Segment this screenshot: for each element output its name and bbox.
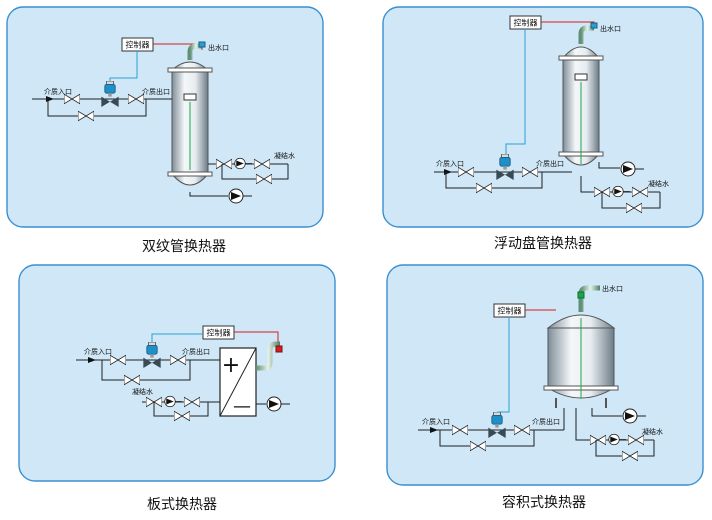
outlet-label: 介质出口 [532, 417, 560, 426]
caption-double-corrugated: 双纹管换热器 [142, 239, 226, 255]
panel-background [386, 264, 704, 486]
diagram-volumetric: 控制器 出水口 介质入口 介质出口 凝结水 [386, 264, 704, 486]
diagram-plate: 控制器 + — 介质入口 介质出口 凝结水 [18, 264, 336, 482]
water-outlet-label: 出水口 [600, 24, 621, 33]
plus-sign: + [222, 353, 240, 378]
diagram-double-corrugated: 控制器 出水口 介质入口 介质出口 凝结水 [6, 6, 324, 228]
condensate-label: 凝结水 [132, 387, 153, 396]
panel-floating-coil: 控制器 出水口 介质入口 介质出口 凝结水 浮动盘管换热器 [382, 6, 704, 252]
controller-label: 控制器 [207, 328, 231, 338]
temperature-sensor [590, 22, 598, 29]
controller-label: 控制器 [126, 40, 150, 50]
panel-volumetric: 控制器 出水口 介质入口 介质出口 凝结水 容积式换热器 [386, 264, 704, 511]
minus-sign: — [233, 396, 251, 417]
outlet-label: 介质出口 [182, 347, 210, 356]
caption-volumetric: 容积式换热器 [502, 495, 586, 511]
water-outlet-label: 出水口 [602, 284, 623, 293]
temperature-sensor [275, 345, 283, 353]
temperature-sensor [198, 41, 206, 48]
panel-double-corrugated: 控制器 出水口 介质入口 介质出口 凝结水 双纹管换热器 [6, 6, 324, 255]
water-outlet-label: 出水口 [208, 43, 229, 52]
condensate-label: 凝结水 [648, 179, 669, 188]
panel-background [6, 6, 324, 228]
signal-line-blue [505, 29, 526, 158]
condensate-label: 凝结水 [642, 427, 663, 436]
diagram-floating-coil: 控制器 出水口 介质入口 介质出口 凝结水 [382, 6, 704, 228]
inlet-label: 介质入口 [436, 159, 464, 168]
inlet-label: 介质入口 [44, 87, 72, 96]
caption-plate: 板式换热器 [147, 497, 217, 513]
panel-plate: 控制器 + — 介质入口 介质出口 凝结水 板式换热器 [18, 264, 336, 513]
inlet-label: 介质入口 [84, 347, 112, 356]
panel-background [18, 264, 336, 482]
outlet-label: 介质出口 [536, 159, 564, 168]
condensate-label: 凝结水 [274, 151, 295, 160]
inlet-label: 介质入口 [422, 417, 450, 426]
controller-label: 控制器 [514, 18, 538, 28]
caption-floating-coil: 浮动盘管换热器 [494, 236, 592, 252]
controller-label: 控制器 [498, 306, 522, 316]
panel-background [382, 6, 704, 228]
outlet-label: 介质出口 [142, 87, 170, 96]
